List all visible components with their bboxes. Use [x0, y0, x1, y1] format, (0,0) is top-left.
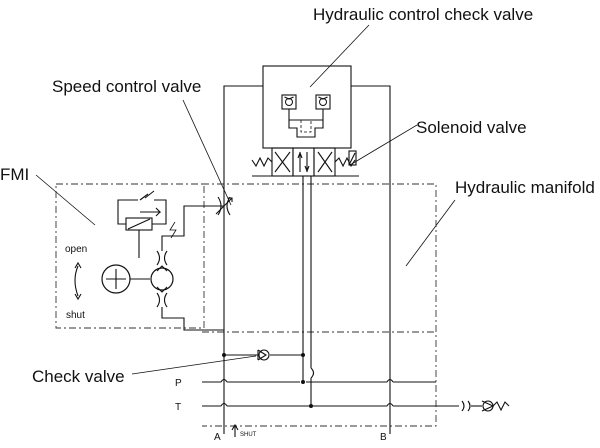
motor-icon [101, 264, 131, 294]
pipes [202, 85, 482, 437]
leader-hcv [309, 24, 370, 88]
leader-manifold [405, 199, 456, 267]
label-p-line: P [175, 378, 182, 389]
label-shut-small: SHUT [240, 432, 257, 438]
pump-icon [150, 265, 174, 293]
label-hydraulic-manifold: Hydraulic manifold [455, 178, 595, 197]
check-valve-icon [281, 94, 297, 110]
label-hydraulic-control-check-valve: Hydraulic control check valve [313, 5, 533, 24]
hydraulic-control-check-valve [262, 65, 352, 149]
check-valve-icon [315, 94, 331, 110]
leader-fmi [35, 174, 96, 226]
solenoid-valve [251, 147, 359, 177]
manifold-boundary [202, 183, 437, 427]
label-solenoid-valve: Solenoid valve [416, 118, 527, 137]
leader-check-valve [131, 355, 257, 375]
label-speed-control-valve: Speed control valve [52, 77, 201, 96]
label-port-b: B [380, 432, 387, 443]
label-fmi: FMI [0, 165, 29, 184]
leader-scv [182, 99, 232, 206]
solenoid-icon [348, 150, 357, 166]
label-t-line: T [175, 402, 181, 413]
fmi-components [74, 190, 224, 331]
check-valve-icon [481, 400, 510, 412]
leader-solenoid [349, 124, 418, 166]
spring-icon [251, 156, 273, 168]
label-check-valve: Check valve [32, 367, 125, 386]
label-port-a: A [214, 432, 221, 443]
fmi-boundary [55, 183, 205, 329]
label-open: open [65, 244, 87, 255]
label-shut: shut [66, 310, 85, 321]
check-valve-icon [257, 349, 270, 361]
